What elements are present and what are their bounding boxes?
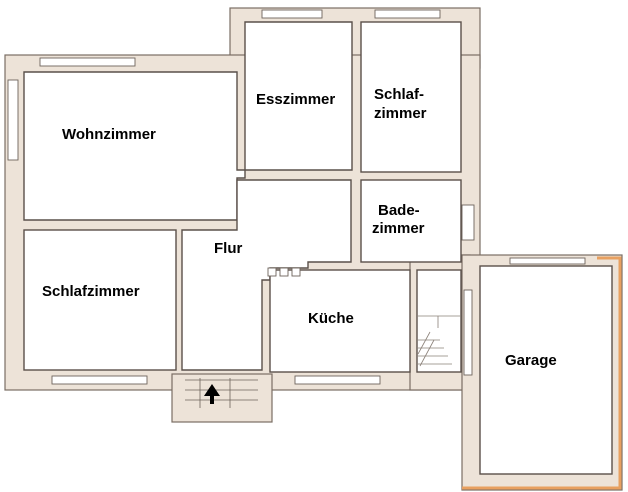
label-garage: Garage [505, 352, 557, 369]
stairs-icon [417, 315, 461, 367]
window-left-wohn [7, 79, 19, 161]
room-kueche [269, 269, 411, 373]
room-flur [181, 179, 352, 371]
window-bottom-kueche [294, 375, 381, 385]
windows [7, 9, 586, 385]
room-schlafzimmer [23, 229, 177, 371]
window-bottom-schlaf [51, 375, 148, 385]
burner-icon [267, 267, 277, 277]
room-schlafzimmer-top [360, 21, 462, 173]
window-top-esszimmer [261, 9, 323, 19]
room-garage [479, 265, 613, 475]
label-esszimmer: Esszimmer [256, 91, 335, 108]
room-labels: Wohnzimmer Esszimmer Schlaf- zimmer Bade… [42, 86, 557, 369]
rooms [23, 21, 613, 475]
window-garage-left [463, 289, 473, 376]
label-schlafzimmer: Schlafzimmer [42, 283, 140, 300]
room-badezimmer [360, 179, 462, 263]
window-right-bade [461, 204, 475, 241]
label-kueche: Küche [308, 310, 354, 327]
entrance-porch [171, 373, 273, 423]
label-schlafzimmer-top-1: Schlaf- [374, 86, 424, 103]
garage-edge-line [462, 256, 622, 490]
window-top-schlaf [374, 9, 441, 19]
kitchen-burners [267, 267, 301, 277]
label-badezimmer-2: zimmer [372, 220, 425, 237]
label-flur: Flur [214, 240, 242, 257]
room-stairwell [416, 269, 462, 373]
window-top-wohn [39, 57, 136, 67]
burner-icon [279, 267, 289, 277]
window-garage-top [509, 257, 586, 265]
label-wohnzimmer: Wohnzimmer [62, 126, 156, 143]
label-badezimmer-1: Bade- [378, 202, 420, 219]
entrance [185, 378, 258, 408]
entrance-arrow-icon [204, 384, 220, 404]
label-schlafzimmer-top-2: zimmer [374, 105, 427, 122]
burner-icon [291, 267, 301, 277]
